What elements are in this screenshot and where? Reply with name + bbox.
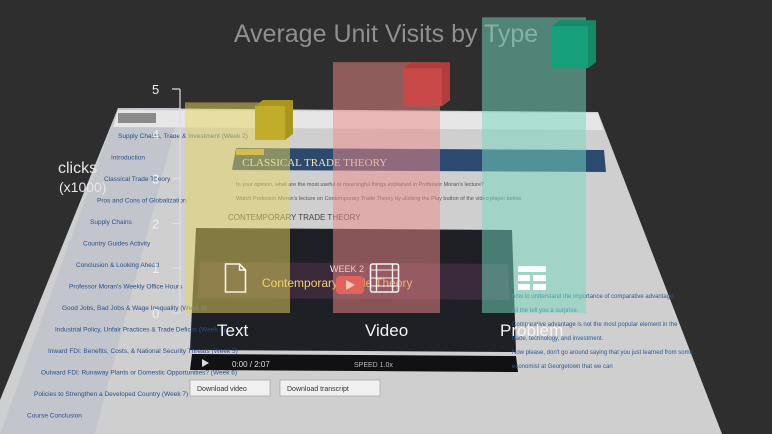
bar-video [333,62,450,314]
y-axis-label-text: clicks [58,160,98,177]
bar-box-front [255,106,285,140]
bar-top-face [552,20,596,27]
transcript-line: economist at Georgetown that we can [512,364,613,370]
sidebar-item[interactable]: Course Conclusion [27,413,82,420]
grid-icon [518,266,546,290]
y-axis-label: clicks (x1000) [58,160,106,196]
sidebar-item[interactable]: Outward FDI: Runaway Plants or Domestic … [41,370,237,377]
video-section-title: CONTEMPORARY TRADE THEORY [228,213,361,222]
category-label: Video [365,321,408,340]
bar-text [185,100,293,313]
download-transcript-button[interactable] [279,379,381,397]
sidebar-item[interactable]: Inward FDI: Benefits, Costs, & National … [48,348,238,355]
sidebar-item[interactable]: Pros and Cons of Globalization [97,198,187,205]
sidebar-item[interactable]: Policies to Strengthen a Developed Count… [34,391,188,398]
bar-top-face [255,100,293,106]
bar-top-face [403,62,450,69]
sidebar-item[interactable]: Country Guides Activity [83,241,151,248]
sidebar-item[interactable]: Introduction [111,155,145,162]
download-video-button[interactable] [189,379,271,397]
bar-side-face [285,100,293,140]
y-tick-label: 4 [152,127,159,142]
bar-side-face [442,62,450,107]
speed-control[interactable]: SPEED 1.0x [354,362,393,369]
transcript-line: Comparative advantage is not the most po… [512,322,678,328]
y-tick-label: 1 [152,261,159,276]
y-axis-unit: (x1000) [59,179,107,195]
sidebar-item[interactable]: Good Jobs, Bad Jobs & Wage Inequality (W… [62,305,207,312]
transcript-line: Now please, don't go around saying that … [512,350,694,356]
document-icon [224,263,247,293]
svg-text:Download video: Download video [197,386,247,393]
bar-box-front [552,26,588,69]
bar-problem [482,17,596,313]
film-icon [369,263,400,293]
y-tick-label: 3 [152,172,159,187]
video-controls [190,354,518,372]
video-time: 0:00 / 2:07 [232,360,270,369]
y-tick-label: 5 [152,82,159,97]
course-sidebar: Supply Chains, Trade & Investment (Week … [27,133,248,420]
sidebar-item[interactable]: Conclusion & Looking Ahead [76,262,160,269]
y-tick-label: 2 [152,216,159,231]
svg-text:Download transcript: Download transcript [287,386,349,393]
sidebar-item[interactable]: Supply Chains [90,219,133,226]
play-button-icon[interactable] [202,359,209,367]
category-label: Problem [500,321,563,340]
transcript-line: how to understand the importance of comp… [512,294,675,300]
category-label: Text [217,321,248,340]
sidebar-item[interactable]: Industrial Policy, Unfair Practices & Tr… [55,327,225,334]
sidebar-item[interactable]: Classical Trade Theory [104,176,171,183]
sidebar-item[interactable]: Professor Moran's Weekly Office Hours [69,284,183,291]
bar-side-face [588,20,596,69]
sidebar-item[interactable]: Supply Chains, Trade & Investment (Week … [118,133,248,140]
y-tick-label: 0 [152,306,159,321]
bar-box-front [403,68,442,107]
transcript-line: trade, technology, and investment. [512,336,604,342]
